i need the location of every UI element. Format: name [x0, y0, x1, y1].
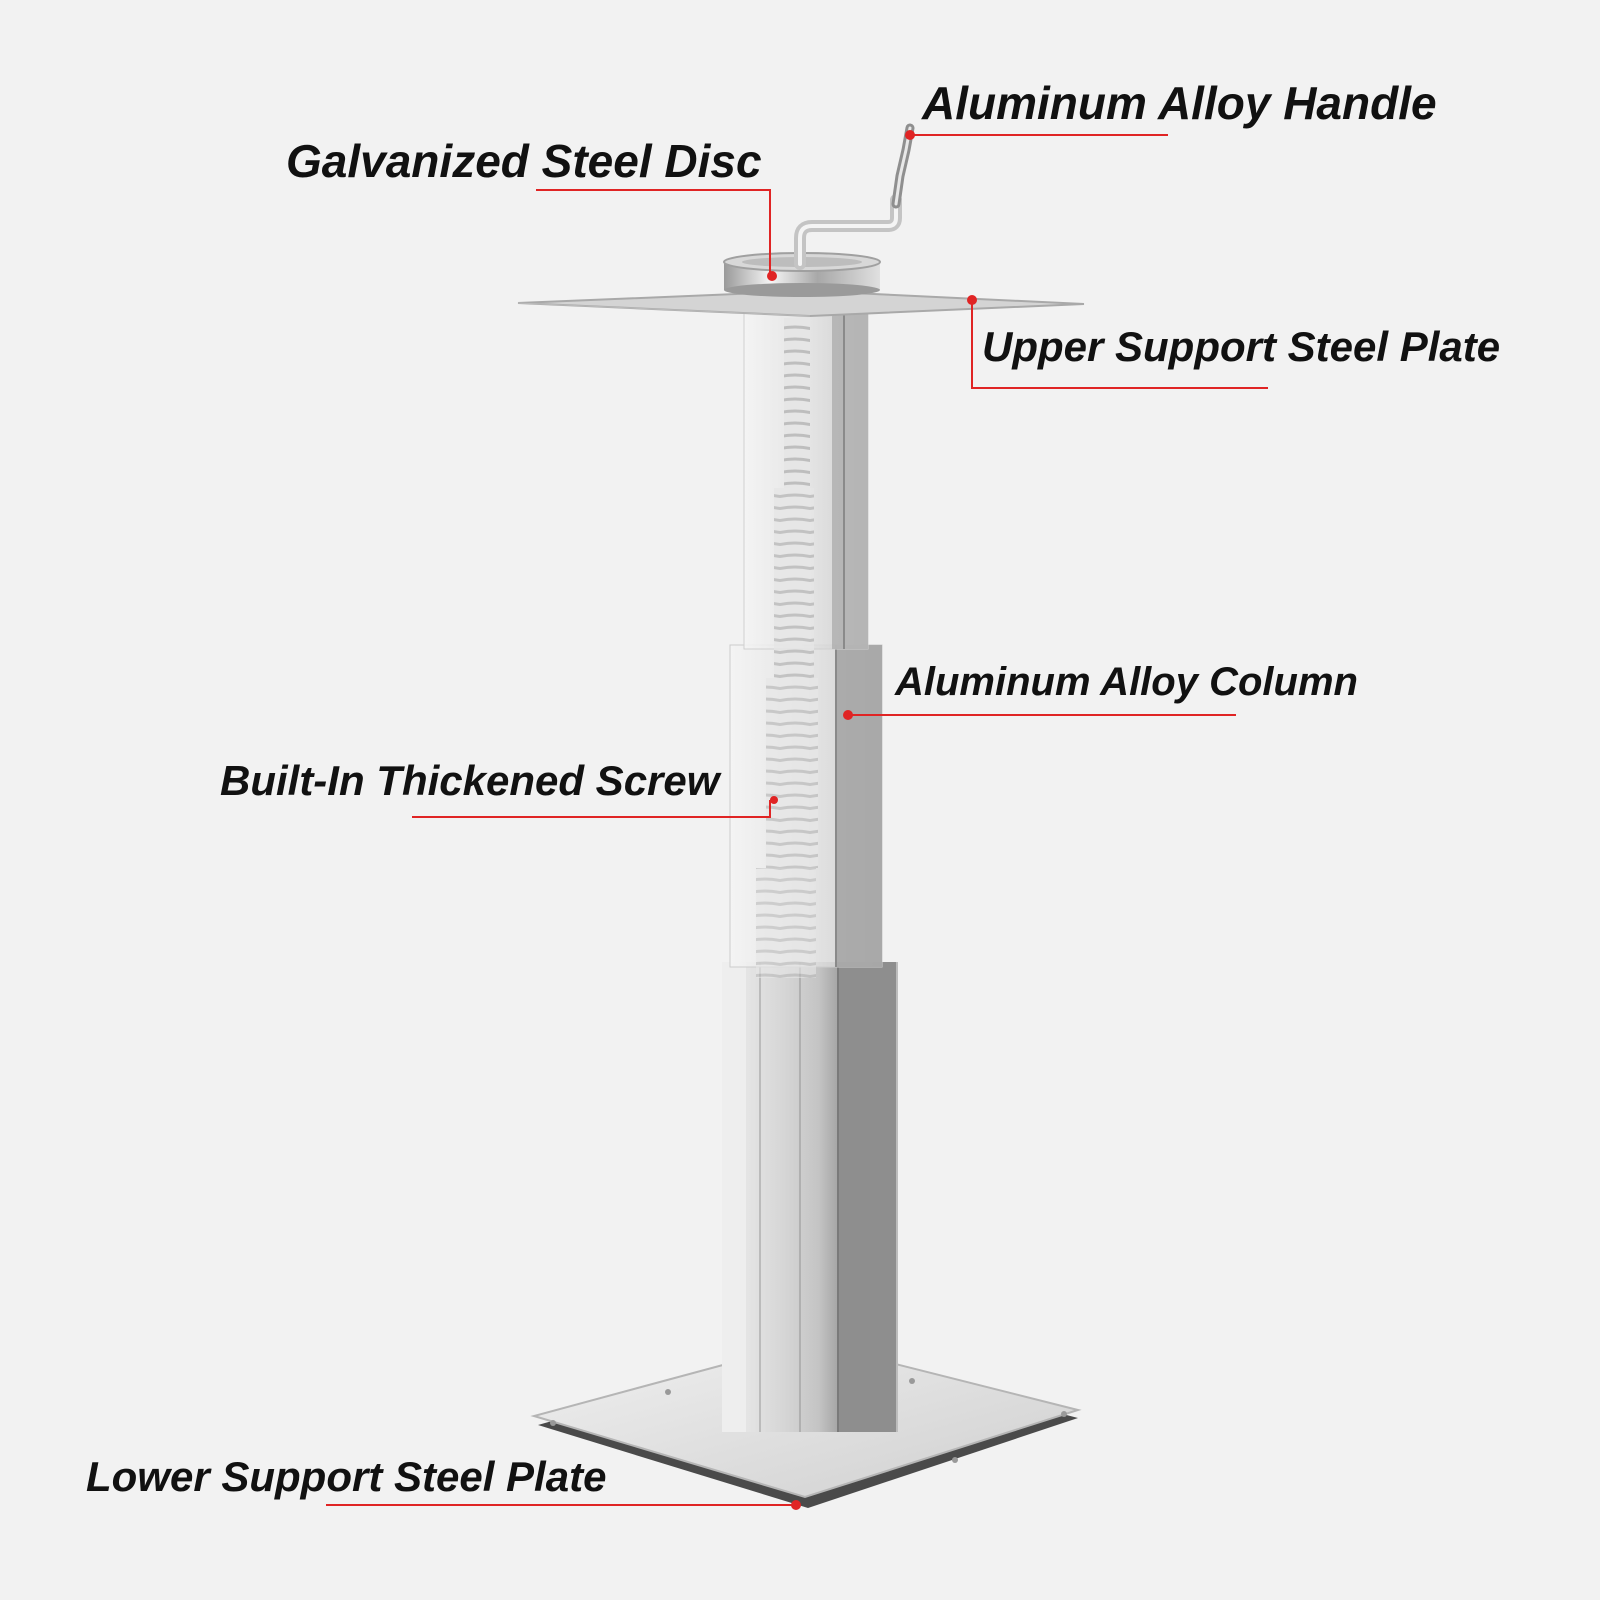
dot-screw [770, 796, 778, 804]
label-built-in-thickened-screw: Built-In Thickened Screw [220, 757, 720, 804]
label-aluminum-alloy-column: Aluminum Alloy Column [895, 660, 1358, 704]
dot-disc [767, 271, 777, 281]
built-in-screw [756, 318, 818, 978]
aluminum-alloy-handle [794, 123, 915, 270]
label-galvanized-steel-disc: Galvanized Steel Disc [286, 135, 762, 187]
dot-column [843, 710, 853, 720]
label-upper-support-steel-plate: Upper Support Steel Plate [982, 323, 1501, 370]
callout-leaders [326, 134, 1268, 1506]
lower-column-section [722, 962, 898, 1432]
leader-upper [971, 300, 1268, 389]
leader-disc [536, 189, 771, 274]
upper-support-plate [517, 289, 1085, 318]
label-aluminum-alloy-handle: Aluminum Alloy Handle [922, 77, 1437, 129]
dot-upper [967, 295, 977, 305]
leader-screw [412, 800, 771, 818]
dot-lower [791, 1500, 801, 1510]
callout-dots [767, 130, 977, 1510]
dot-handle [905, 130, 915, 140]
label-lower-support-steel-plate: Lower Support Steel Plate [86, 1453, 607, 1500]
